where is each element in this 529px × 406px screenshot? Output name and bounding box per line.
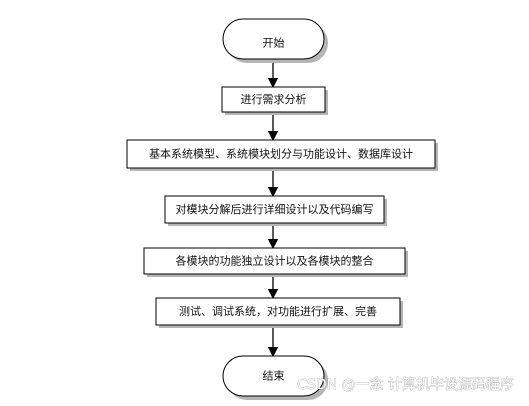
start-label: 开始	[263, 36, 285, 50]
process-step-3: 对模块分解后进行详细设计以及代码编写	[164, 195, 387, 226]
step-3-label: 对模块分解后进行详细设计以及代码编写	[176, 202, 374, 216]
step-4-label: 各模块的功能独立设计以及各模块的整合	[176, 254, 374, 268]
process-step-5: 测试、调试系统，对功能进行扩展、完善	[155, 297, 403, 328]
csdn-watermark: CSDN @一念 计算机毕设源码程序	[297, 376, 514, 393]
step-2-label: 基本系统模型、系统模块划分与功能设计、数据库设计	[149, 147, 413, 161]
start-node: 开始	[222, 18, 328, 63]
end-label: 结束	[263, 370, 285, 383]
process-step-2: 基本系统模型、系统模块划分与功能设计、数据库设计	[126, 139, 438, 171]
step-1-label: 进行需求分析	[241, 92, 307, 106]
step-5-label: 测试、调试系统，对功能进行扩展、完善	[179, 304, 377, 318]
end-node: 结束	[222, 355, 328, 400]
process-step-4: 各模块的功能独立设计以及各模块的整合	[143, 247, 408, 277]
process-step-1: 进行需求分析	[221, 86, 328, 115]
